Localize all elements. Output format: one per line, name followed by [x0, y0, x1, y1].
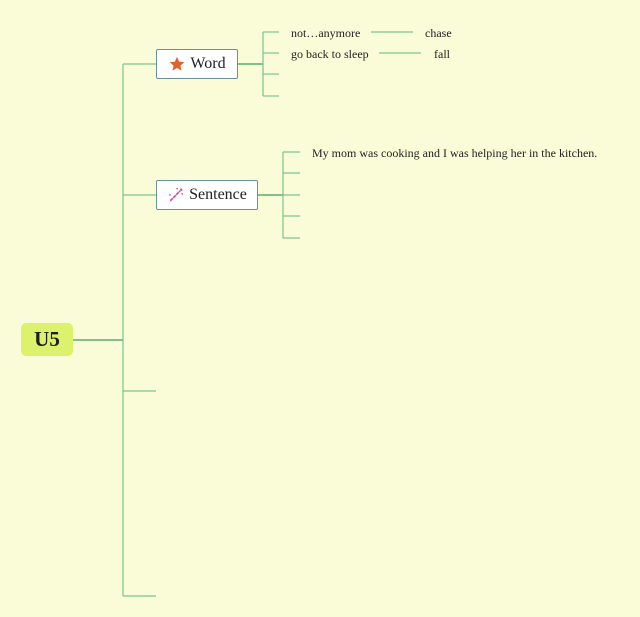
word-item-2[interactable]: go back to sleep [291, 47, 369, 61]
star-icon [168, 55, 186, 73]
branch-sentence[interactable]: Sentence [156, 180, 258, 210]
root-topic-label: U5 [34, 327, 60, 351]
branch-sentence-label: Sentence [189, 186, 247, 203]
word-item-1[interactable]: not…anymore [291, 26, 361, 40]
word-item-2-detail[interactable]: fall [434, 47, 450, 61]
magic-wand-icon [167, 186, 185, 204]
word-item-1-detail[interactable]: chase [425, 26, 452, 40]
branch-word[interactable]: Word [156, 49, 238, 79]
sentence-item-1[interactable]: My mom was cooking and I was helping her… [312, 146, 598, 160]
branch-word-label: Word [190, 55, 226, 72]
root-topic[interactable]: U5 [21, 323, 73, 356]
